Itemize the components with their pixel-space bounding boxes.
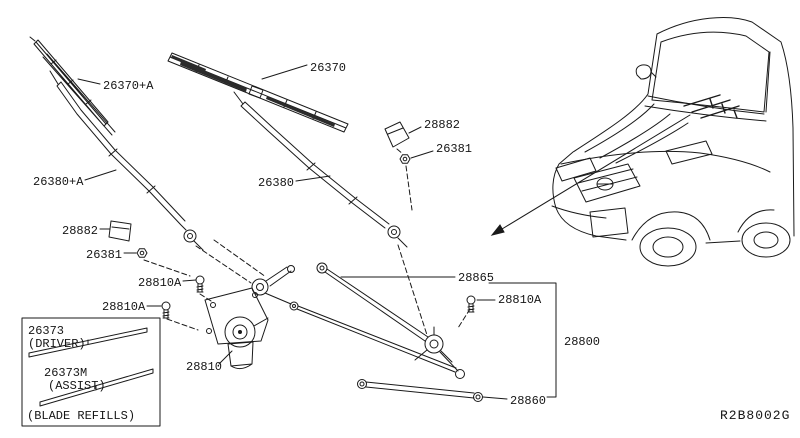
car-rear-wheel [741, 222, 791, 258]
part-label-bolt-left: 28810A [102, 300, 146, 314]
pivot-nut-right-hole [402, 156, 408, 162]
diagram-code: R2B8002G [720, 408, 790, 423]
rod-28865-eyelet-left [316, 262, 328, 274]
car-hood-lines [560, 95, 771, 173]
rod-28860-eyelet-right [473, 392, 483, 402]
pivot-nut-right [399, 154, 411, 164]
location-arrow-line [501, 114, 691, 230]
pivot-right-crank-eyelet [455, 369, 465, 379]
wiper-arm-26380-pivot-hole [391, 229, 397, 235]
wiper-motor-body [227, 317, 269, 370]
linkage-rod-28860 [365, 381, 475, 399]
refill-blades [28, 327, 154, 407]
plate-hole-3 [252, 292, 258, 298]
linkage-rod-28865 [324, 268, 429, 342]
part-label-linkage-assembly: 28800 [564, 335, 600, 349]
part-label-arm-driver: 26380 [258, 176, 294, 190]
wiper-arm-26380A [49, 70, 204, 251]
car-rear-wheel-arch [737, 209, 775, 233]
wiper-arm-26380A-pivot [183, 229, 197, 243]
bolt-28810A-top [195, 275, 205, 293]
pivot-right-hole [429, 339, 439, 349]
crank-pivot [251, 278, 269, 296]
pivot-right-body [424, 334, 444, 354]
location-arrow-head [490, 224, 505, 236]
vehicle-reference [490, 17, 795, 267]
pivot-right-bracket [414, 326, 459, 372]
part-label-motor: 28810 [186, 360, 222, 374]
rod-28860-eyelet-left-hole [359, 381, 365, 387]
bracket-28800 [488, 282, 557, 398]
plate-hole-1 [210, 302, 216, 308]
crank-pivot-hole [256, 283, 264, 291]
wiper-motor-face [232, 324, 248, 340]
crank-pin-hole [292, 304, 296, 308]
part-label-bolt-right: 28810A [498, 293, 542, 307]
refill-note-driver: (DRIVER) [28, 337, 86, 351]
refill-label-assist: 26373M [44, 366, 87, 380]
car-front-wheel-arch [631, 211, 711, 241]
car-mirror [635, 64, 657, 80]
bolt-28810A-right [466, 295, 476, 313]
plate-hole-2 [206, 328, 212, 334]
car-front-wheel-rim [652, 236, 684, 258]
part-label-cap-left: 28882 [62, 224, 98, 238]
car-body-outline [552, 17, 795, 244]
refill-note-assist: (ASSIST) [48, 379, 106, 393]
rod-28860-eyelet-right-hole [475, 394, 481, 400]
bolt-28810A-left [161, 301, 171, 319]
wiper-blade-26370-rubber [171, 55, 335, 127]
pivot-nut-left-hole [139, 250, 145, 256]
label-leader-lines [77, 64, 508, 400]
wiper-blade-26370-clip [248, 85, 264, 99]
pivot-nut-left [136, 248, 148, 258]
car-license-plate [551, 205, 629, 238]
part-label-arm-assist: 26380+A [33, 175, 84, 189]
part-label-blade-driver: 26370 [310, 61, 346, 75]
alignment-dashed-lines [143, 148, 471, 336]
part-label-rod-lower: 28860 [510, 394, 546, 408]
refill-box-caption: (BLADE REFILLS) [27, 409, 135, 423]
wiper-arm-26380-pivot [387, 225, 401, 239]
rod-28865-eyelet-left-hole [319, 265, 325, 271]
crank-shaft-end [287, 265, 295, 273]
car-rear-wheel-rim [753, 231, 779, 249]
wiper-blade-26370A [29, 36, 116, 136]
pivot-cap-right [384, 121, 410, 148]
wiper-motor-28810 [224, 316, 256, 348]
motor-mount-plate [204, 287, 269, 345]
wiper-arm-26380A-pivot-hole [187, 233, 193, 239]
refill-box [21, 317, 161, 427]
part-label-cap-right: 28882 [424, 118, 460, 132]
rod-28860-eyelet-left [357, 379, 367, 389]
part-label-nut-right: 26381 [436, 142, 472, 156]
wiper-motor-shaft [238, 330, 242, 334]
wiper-arm-26380 [233, 91, 408, 248]
part-label-rod-upper: 28865 [458, 271, 494, 285]
refill-label-driver: 26373 [28, 324, 64, 338]
car-front-wheel [639, 227, 697, 267]
main-link-rod [296, 305, 457, 373]
pivot-cap-left [108, 220, 132, 242]
car-grille [573, 163, 641, 203]
part-label-blade-assist: 26370+A [103, 79, 154, 93]
part-label-bolt-top: 28810A [138, 276, 182, 290]
car-headlights [555, 140, 713, 182]
crank-arms [264, 266, 292, 305]
car-wiper-marks [683, 94, 740, 119]
part-label-nut-left: 26381 [86, 248, 122, 262]
